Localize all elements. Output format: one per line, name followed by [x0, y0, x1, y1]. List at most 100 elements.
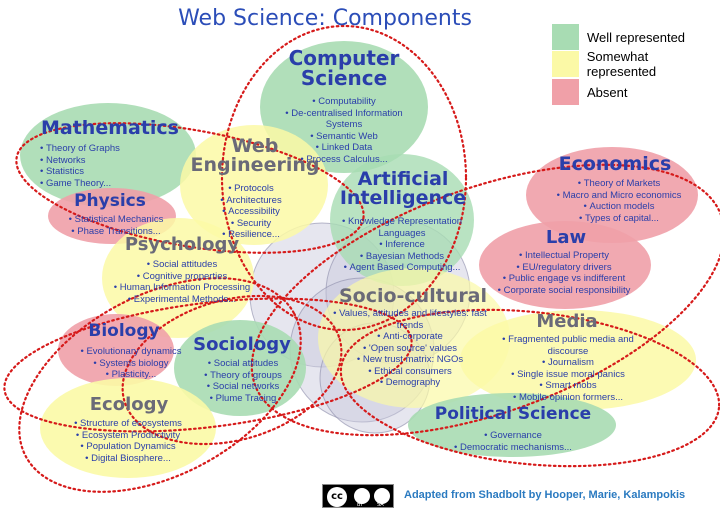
- node-items-media: Fragmented public media and discourseJou…: [492, 334, 644, 403]
- node-title-biology: Biology: [88, 321, 160, 341]
- node-items-political-science: GovernanceDemocratic mechanisms...: [430, 430, 596, 453]
- list-item: Linked Data: [272, 142, 416, 154]
- page-title: Web Science: Components: [178, 6, 472, 31]
- list-item: Cognitive properties: [112, 271, 252, 283]
- list-item: Types of capital...: [548, 213, 690, 225]
- list-item: Auction models: [548, 201, 690, 213]
- list-item: Plasticity...: [70, 369, 192, 381]
- list-item: Demography: [324, 377, 496, 389]
- legend-item-well-represented: Well represented: [552, 24, 685, 50]
- attribution-icon: [354, 488, 370, 504]
- list-item: Structure of ecosystems: [60, 418, 196, 430]
- list-item: Architectures: [196, 195, 306, 207]
- list-item: Macro and Micro economics: [548, 190, 690, 202]
- list-item: Theory of groups: [186, 370, 300, 382]
- node-title-economics: Economics: [558, 153, 672, 175]
- list-item: Statistics: [40, 166, 160, 178]
- list-item: Protocols: [196, 183, 306, 195]
- list-item: Networks: [40, 155, 160, 167]
- node-items-socio-cultural: Values, attitudes and lifestyles: fast t…: [324, 308, 496, 389]
- list-item: Security: [196, 218, 306, 230]
- node-items-sociology: Social attitudesTheory of groupsSocial n…: [186, 358, 300, 404]
- list-item: Knowledge Representation Languages: [340, 216, 464, 239]
- node-items-economics: Theory of MarketsMacro and Micro economi…: [548, 178, 690, 224]
- node-title-computer-science: Computer Science: [288, 46, 400, 90]
- list-item: Smart mobs: [492, 380, 644, 392]
- list-item: Single issue moral panics: [492, 369, 644, 381]
- list-item: Journalism: [492, 357, 644, 369]
- list-item: Anti-corporate: [324, 331, 496, 343]
- legend-item-absent: Absent: [552, 79, 627, 105]
- node-title-sociology: Sociology: [193, 334, 291, 355]
- list-item: New trust matrix: NGOs: [324, 354, 496, 366]
- node-title-artificial-intelligence: Artificial Intelligence: [339, 168, 467, 209]
- list-item: Evolutionary dynamics: [70, 346, 192, 358]
- share-alike-icon: [374, 488, 390, 504]
- creative-commons-badge: cc BY SA: [322, 484, 394, 508]
- legend-swatch: [552, 51, 579, 77]
- list-item: Population Dynamics: [60, 441, 196, 453]
- list-item: Agent Based Computing...: [340, 262, 464, 274]
- list-item: Resilience...: [196, 229, 306, 241]
- by-label: BY: [357, 502, 364, 508]
- legend-label: Absent: [587, 84, 628, 100]
- legend-label: Well represented: [587, 29, 686, 45]
- list-item: Intellectual Property: [494, 250, 634, 262]
- list-item: Experimental Methods...: [112, 294, 252, 306]
- sa-label: SA: [377, 502, 384, 508]
- node-title-ecology: Ecology: [89, 394, 169, 415]
- list-item: Theory of Markets: [548, 178, 690, 190]
- node-title-law: Law: [545, 227, 587, 248]
- legend-swatch: [552, 24, 579, 50]
- node-items-ecology: Structure of ecosystemsEcosystem Product…: [60, 418, 196, 464]
- list-item: EU/regulatory drivers: [494, 262, 634, 274]
- list-item: Phase Transitions...: [56, 226, 176, 238]
- list-item: Ethical consumers: [324, 366, 496, 378]
- list-item: Digital Biosphere...: [60, 453, 196, 465]
- node-items-artificial-intelligence: Knowledge Representation LanguagesInfere…: [340, 216, 464, 274]
- cc-logo-icon: cc: [327, 487, 347, 507]
- legend-swatch: [552, 79, 579, 105]
- node-items-computer-science: ComputabilityDe-centralised Information …: [272, 96, 416, 165]
- list-item: Process Calculus...: [272, 154, 416, 166]
- node-items-mathematics: Theory of GraphsNetworksStatisticsGame T…: [40, 143, 160, 189]
- list-item: Governance: [430, 430, 596, 442]
- list-item: Human Information Processing: [112, 282, 252, 294]
- list-item: Theory of Graphs: [40, 143, 160, 155]
- list-item: Game Theory...: [40, 178, 160, 190]
- node-title-mathematics: Mathematics: [40, 117, 179, 139]
- list-item: Bayesian Methods: [340, 251, 464, 263]
- node-items-psychology: Social attitudesCognitive propertiesHuma…: [112, 259, 252, 305]
- list-item: Social attitudes: [112, 259, 252, 271]
- list-item: Values, attitudes and lifestyles: fast t…: [324, 308, 496, 331]
- list-item: Systems biology: [70, 358, 192, 370]
- list-item: Semantic Web: [272, 131, 416, 143]
- node-items-web-engineering: ProtocolsArchitecturesAccessibilitySecur…: [196, 183, 306, 241]
- node-title-political-science: Political Science: [434, 404, 592, 424]
- list-item: Ecosystem Productivity: [60, 430, 196, 442]
- legend-label: Somewhat represented: [586, 49, 657, 79]
- list-item: Computability: [272, 96, 416, 108]
- list-item: Statistical Mechanics: [56, 214, 176, 226]
- node-title-physics: Physics: [74, 191, 146, 211]
- list-item: Corporate social responsibility: [494, 285, 634, 297]
- node-items-biology: Evolutionary dynamicsSystems biologyPlas…: [70, 346, 192, 381]
- legend-item-somewhat-represented: Somewhat represented: [552, 49, 720, 79]
- list-item: Democratic mechanisms...: [430, 442, 596, 454]
- list-item: Public engage vs indifferent: [494, 273, 634, 285]
- list-item: 'Open source' values: [324, 343, 496, 355]
- list-item: Fragmented public media and discourse: [492, 334, 644, 357]
- list-item: Inference: [340, 239, 464, 251]
- node-items-physics: Statistical MechanicsPhase Transitions..…: [56, 214, 176, 237]
- list-item: Plume Tracing: [186, 393, 300, 405]
- dotted-outline-6: [18, 277, 302, 493]
- attribution-credit: Adapted from Shadbolt by Hooper, Marie, …: [404, 489, 686, 501]
- node-title-media: Media: [536, 311, 598, 332]
- list-item: De-centralised Information Systems: [272, 108, 416, 131]
- node-items-law: Intellectual PropertyEU/regulatory drive…: [494, 250, 634, 296]
- node-title-socio-cultural: Socio-cultural: [338, 285, 488, 307]
- list-item: Accessibility: [196, 206, 306, 218]
- list-item: Social networks: [186, 381, 300, 393]
- list-item: Mobile opinion formers...: [492, 392, 644, 404]
